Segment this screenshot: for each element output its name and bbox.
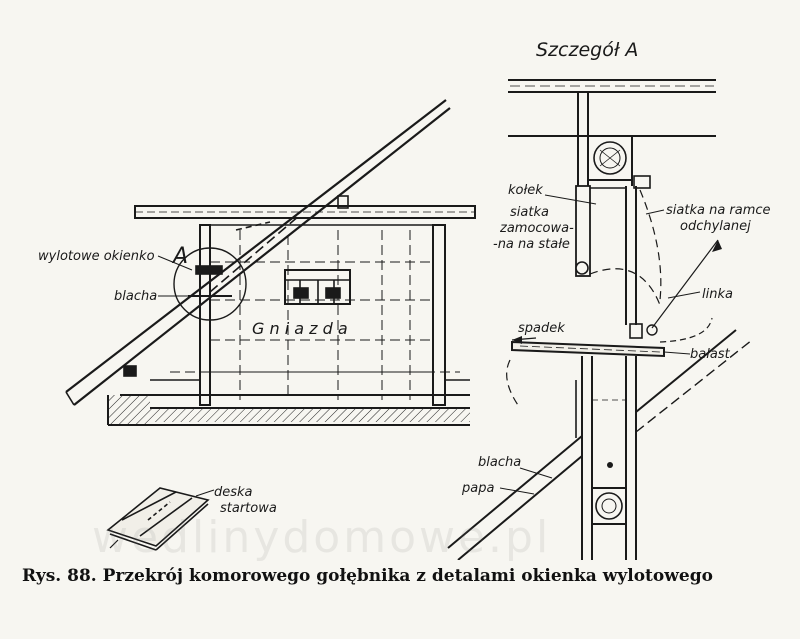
beam-section-bottom <box>591 487 627 525</box>
label-deska: deska <box>214 485 253 500</box>
beam-section-top <box>587 135 633 181</box>
lower-post <box>581 356 637 560</box>
upper-roof-board <box>134 195 476 219</box>
window-frame <box>575 175 658 339</box>
vertical-post <box>577 92 633 186</box>
marker-a: A <box>171 244 188 269</box>
landing-board <box>506 317 713 409</box>
label-blacha-left: blacha <box>114 289 157 304</box>
vent-window <box>284 269 351 305</box>
label-blacha-right: blacha <box>478 455 521 470</box>
label-linka: linka <box>702 287 733 302</box>
right-wall <box>432 224 446 406</box>
detail-title: Szczegół A <box>536 39 638 61</box>
label-startowa: startowa <box>220 501 277 516</box>
lower-roof-slope <box>447 329 753 560</box>
roof-slope <box>65 99 451 406</box>
technical-drawing: Szczegół A A wylotowe okienko blacha G n… <box>38 39 771 560</box>
label-gniazda: G n i a z d a <box>252 319 348 338</box>
label-papa: papa <box>461 481 494 496</box>
starter-board-sketch <box>106 487 215 551</box>
building-section <box>65 99 476 426</box>
label-ramce-1: siatka na ramce <box>666 203 771 218</box>
window-wall <box>199 224 211 406</box>
watermark: wedlinydomowe.pl <box>92 512 552 563</box>
label-ramce-2: odchylanej <box>680 219 751 234</box>
top-plank <box>508 79 716 137</box>
label-balast: balast <box>690 347 731 362</box>
label-kolek: kołek <box>508 183 543 198</box>
label-siatka-1: siatka <box>510 205 549 220</box>
detail-a <box>447 79 753 560</box>
label-siatka-3: -na na stałe <box>493 237 570 252</box>
foundation <box>107 365 470 426</box>
label-wylotowe-okienko: wylotowe okienko <box>38 249 155 264</box>
label-siatka-2: zamocowa- <box>499 221 574 236</box>
label-spadek: spadek <box>518 321 565 336</box>
figure-caption: Rys. 88. Przekrój komorowego gołębnika z… <box>22 566 713 586</box>
